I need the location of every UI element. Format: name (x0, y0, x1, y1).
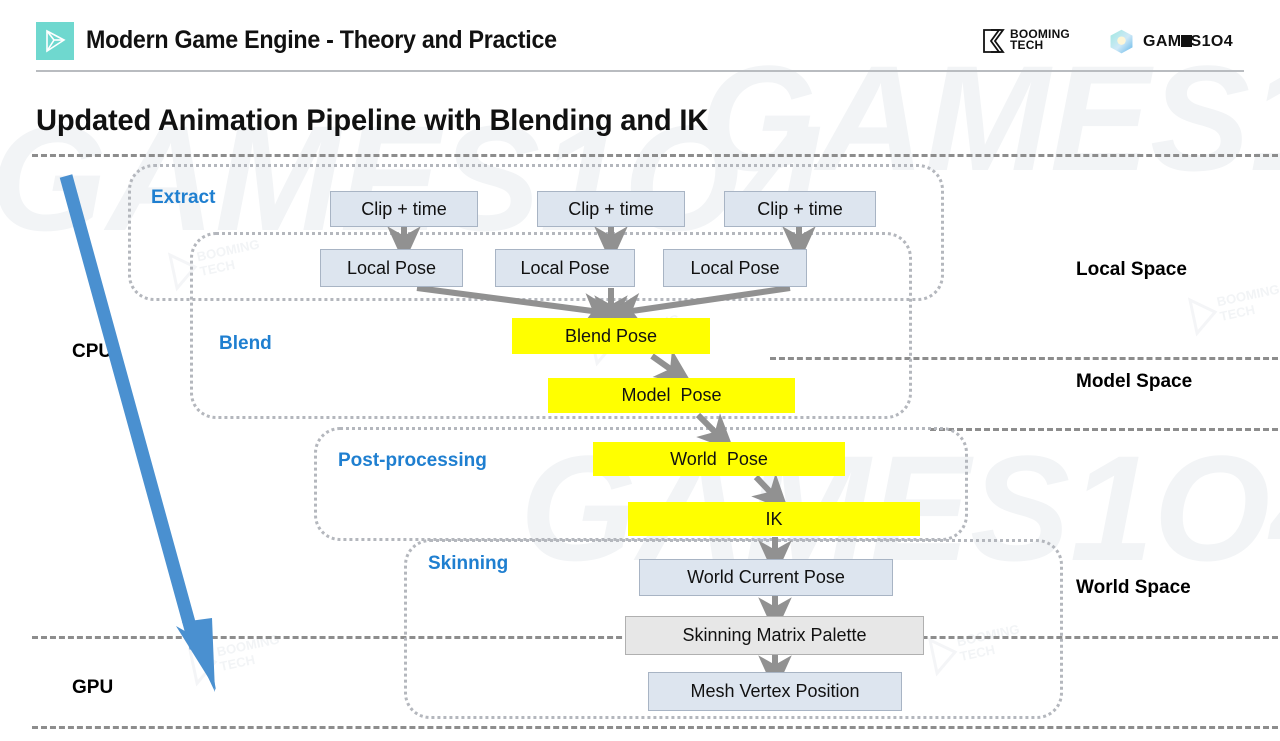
divider-bottom (32, 726, 1278, 729)
node-world-current-pose[interactable]: World Current Pose (639, 559, 893, 596)
play-triangle-icon (36, 22, 74, 60)
games104-wordmark: GAM S1O4 (1143, 33, 1233, 51)
divider-local-model (770, 357, 1278, 360)
node-clip-time-1[interactable]: Clip + time (330, 191, 478, 227)
header-title: Modern Game Engine - Theory and Practice (86, 26, 557, 54)
booming-tech-logo: BOOMING TECH (983, 28, 1070, 53)
games104-cube-icon (1110, 29, 1133, 54)
node-mesh-vertex-position[interactable]: Mesh Vertex Position (648, 672, 902, 711)
svg-text:TECH: TECH (1219, 302, 1257, 324)
divider-model-world (930, 428, 1278, 431)
header-divider (36, 70, 1244, 72)
booming-b-mark-icon (983, 29, 1005, 53)
group-skinning (404, 539, 1063, 719)
page-title: Updated Animation Pipeline with Blending… (36, 104, 709, 137)
games104-prefix: GAM (1143, 33, 1182, 50)
node-local-pose-1[interactable]: Local Pose (320, 249, 463, 287)
node-clip-time-3[interactable]: Clip + time (724, 191, 876, 227)
group-label-extract: Extract (151, 187, 216, 208)
svg-text:TECH: TECH (219, 652, 257, 674)
group-label-post-processing: Post-processing (338, 450, 487, 471)
booming-tech-line2: TECH (1010, 40, 1044, 52)
node-blend-pose[interactable]: Blend Pose (512, 318, 710, 354)
node-local-pose-3[interactable]: Local Pose (663, 249, 807, 287)
games104-suffix: S1O4 (1190, 33, 1234, 50)
node-model-pose[interactable]: Model Pose (548, 378, 795, 413)
node-local-pose-2[interactable]: Local Pose (495, 249, 635, 287)
slide-header: Modern Game Engine - Theory and Practice… (0, 0, 1280, 76)
divider-top (32, 154, 1278, 157)
node-ik[interactable]: IK (628, 502, 920, 536)
booming-tech-line1: BOOMING (1010, 28, 1070, 41)
node-skinning-matrix-palette[interactable]: Skinning Matrix Palette (625, 616, 924, 655)
space-label-model: Model Space (1076, 371, 1193, 392)
space-label-world: World Space (1076, 577, 1191, 598)
hardware-label-cpu: CPU (72, 341, 113, 362)
space-label-local: Local Space (1076, 259, 1187, 280)
node-clip-time-2[interactable]: Clip + time (537, 191, 685, 227)
group-label-skinning: Skinning (428, 553, 509, 574)
games104-glyph-block (1180, 35, 1192, 47)
hardware-label-gpu: GPU (72, 677, 114, 698)
node-world-pose[interactable]: World Pose (593, 442, 845, 476)
group-label-blend: Blend (219, 333, 272, 354)
svg-text:BOOMING: BOOMING (1215, 281, 1280, 309)
